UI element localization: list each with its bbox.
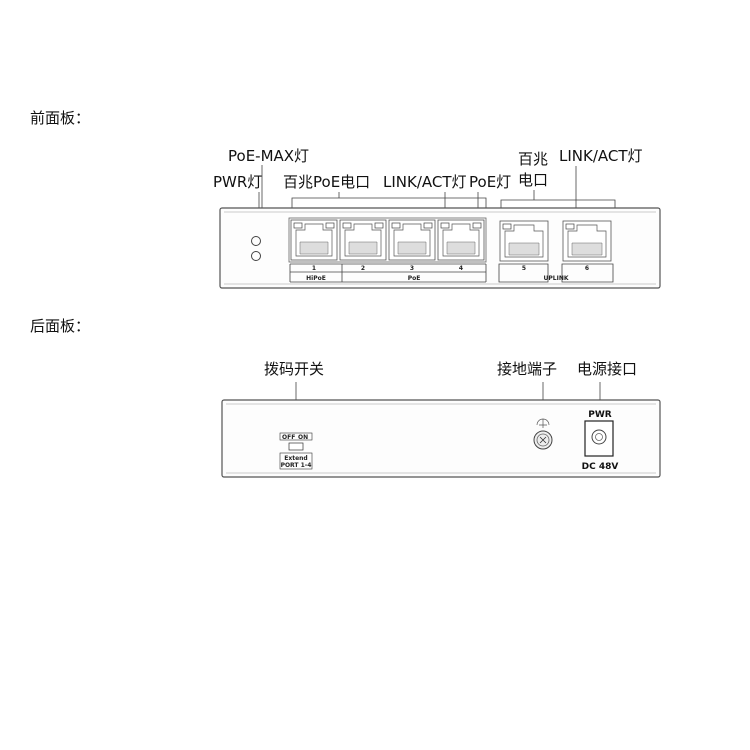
port-number-6: 6	[585, 265, 589, 272]
group-label-hipoe: HiPoE	[306, 275, 326, 282]
callout-poe-max-led: PoE-MAX灯	[228, 147, 309, 165]
callout-pwr-led: PWR灯	[213, 173, 262, 191]
group-label-poe: PoE	[408, 275, 421, 282]
poe-led-icon	[472, 222, 482, 229]
rj45-port-2[interactable]	[339, 219, 387, 261]
callout-ground-terminal: 接地端子	[497, 360, 557, 378]
link-led-icon	[440, 222, 450, 229]
rj45-port-5[interactable]	[499, 220, 549, 262]
port-number-3: 3	[410, 265, 414, 272]
rear-panel: OFF ON Extend PORT 1-4 PWR DC 48V	[221, 399, 661, 478]
front-panel: 1 2 3 4 5 6 HiPoE PoE UPLINK	[219, 207, 661, 289]
power-rating: DC 48V	[582, 462, 619, 472]
dip-port-label: PORT 1-4	[281, 462, 312, 469]
callout-poe-ports: 百兆PoE电口	[283, 173, 370, 191]
link-led-icon	[342, 222, 352, 229]
rj45-port-3[interactable]	[388, 219, 436, 261]
pwr-led-icon	[251, 236, 261, 246]
dip-off-label: OFF	[282, 434, 295, 441]
front-panel-title: 前面板：	[30, 109, 90, 127]
link-led-icon	[293, 222, 303, 229]
link-led-icon	[565, 223, 575, 230]
rj45-port-1[interactable]	[290, 219, 338, 261]
group-label-uplink: UPLINK	[544, 275, 569, 282]
poe-led-icon	[325, 222, 335, 229]
link-led-icon	[502, 223, 512, 230]
rj45-port-6[interactable]	[562, 220, 612, 262]
poe-led-icon	[374, 222, 384, 229]
callout-uplink-link-act: LINK/ACT灯	[559, 147, 643, 165]
dip-switch[interactable]: OFF ON Extend PORT 1-4	[279, 432, 313, 470]
callout-link-act-led: LINK/ACT灯	[383, 173, 467, 191]
dip-on-label: ON	[298, 434, 308, 441]
dip-extend-label: Extend	[284, 455, 307, 462]
power-label: PWR	[588, 410, 612, 420]
poe-led-icon	[423, 222, 433, 229]
callout-uplink-ports-1: 百兆	[518, 150, 548, 168]
port-number-1: 1	[312, 265, 316, 272]
screw-icon	[539, 436, 547, 444]
rj45-port-4[interactable]	[437, 219, 485, 261]
ground-symbol-icon	[536, 418, 550, 428]
callout-power-port: 电源接口	[577, 360, 637, 378]
callout-dip-switch: 拨码开关	[264, 360, 324, 378]
ground-terminal	[533, 418, 553, 450]
port-number-2: 2	[361, 265, 365, 272]
callout-uplink-ports-2: 电口	[518, 171, 548, 189]
rear-panel-title: 后面板：	[30, 317, 90, 335]
port-number-5: 5	[522, 265, 526, 272]
callout-poe-led: PoE灯	[469, 173, 511, 191]
port-number-4: 4	[459, 265, 463, 272]
rear-callouts: 拨码开关 接地端子 电源接口	[264, 360, 637, 450]
link-led-icon	[391, 222, 401, 229]
poe-max-led-icon	[251, 251, 261, 261]
power-port: PWR DC 48V	[582, 410, 619, 472]
